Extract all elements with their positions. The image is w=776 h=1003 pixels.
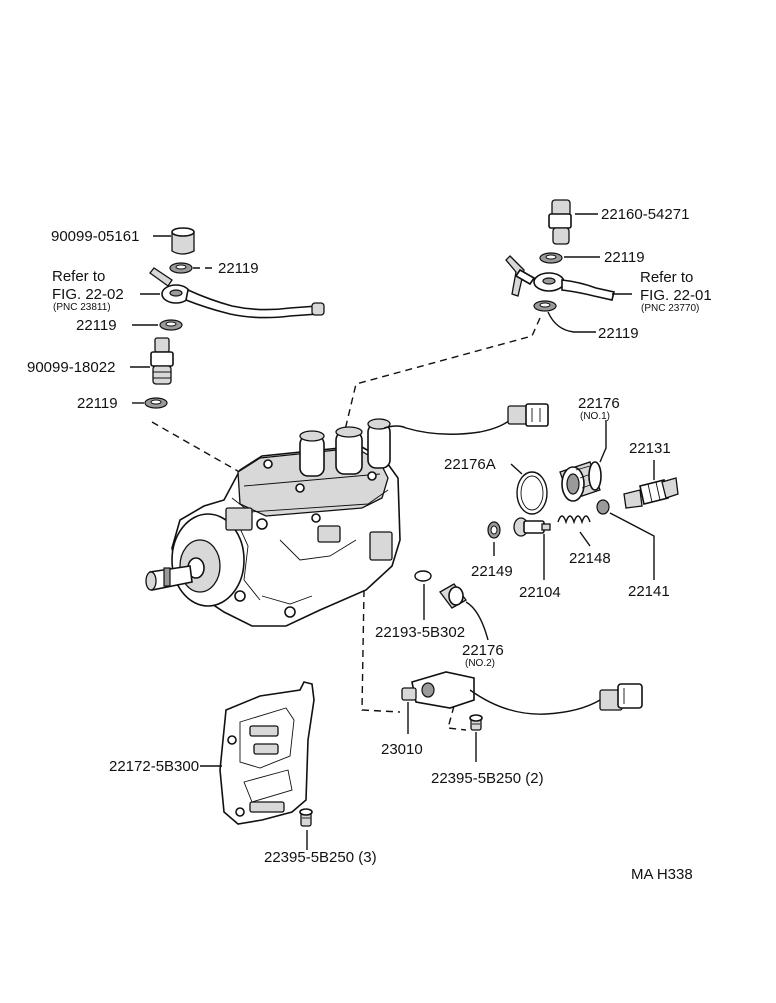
label-22131: 22131 <box>629 440 671 457</box>
label-22176-no2-sub: (NO.2) <box>465 658 495 669</box>
washer-22119-b <box>159 319 183 331</box>
label-22104: 22104 <box>519 584 561 601</box>
sensor-22176-no1 <box>559 461 602 502</box>
label-22149: 22149 <box>471 563 513 580</box>
label-22176-no1: 22176 <box>578 395 620 412</box>
label-22141: 22141 <box>628 583 670 600</box>
sensor-22176-no2 <box>439 583 467 609</box>
label-23010: 23010 <box>381 741 423 758</box>
speed-sensor-23010 <box>401 671 643 715</box>
oring-22176A <box>516 471 548 515</box>
bracket-22172-5B300 <box>219 681 315 825</box>
label-22395-5B250-3: 22395-5B250 (3) <box>264 849 377 866</box>
label-22148: 22148 <box>569 550 611 567</box>
label-22193-5B302: 22193-5B302 <box>375 624 465 641</box>
fitting-22131 <box>623 477 679 509</box>
label-90099-18022: 90099-18022 <box>27 359 115 376</box>
washer-22119-e <box>533 300 557 312</box>
label-22119-d: 22119 <box>604 249 645 266</box>
label-22176-no2: 22176 <box>462 642 504 659</box>
washer-22119-a <box>169 262 193 274</box>
washer-22119-c <box>144 397 168 409</box>
injection-pump-body <box>145 418 401 627</box>
label-22176A: 22176A <box>444 456 496 473</box>
label-22176-no1-sub: (NO.1) <box>580 411 610 422</box>
screw-22395-5B250-2 <box>469 714 483 731</box>
spring-22148 <box>557 515 591 525</box>
label-22119-c: 22119 <box>77 395 118 412</box>
pump-sensor-cable <box>383 403 549 435</box>
cap-90099-05161 <box>171 227 195 255</box>
label-22172-5B300: 22172-5B300 <box>109 758 199 775</box>
label-refer-left-3: (PNC 23811) <box>53 302 111 313</box>
part-22149 <box>487 521 501 539</box>
part-22141 <box>596 499 610 515</box>
label-22119-e: 22119 <box>598 325 639 342</box>
figure-code: MA H338 <box>631 866 693 883</box>
oring-22193-5B302 <box>414 570 432 582</box>
fitting-22160-54271 <box>548 199 572 245</box>
label-22395-5B250-2: 22395-5B250 (2) <box>431 770 544 787</box>
banjo-pipe-right <box>505 255 615 301</box>
part-22104 <box>513 517 551 537</box>
label-refer-right-1: Refer to <box>640 269 693 286</box>
label-22160-54271: 22160-54271 <box>601 206 689 223</box>
bolt-90099-18022 <box>150 337 174 385</box>
label-90099-05161: 90099-05161 <box>51 228 139 245</box>
screw-22395-5B250-3 <box>299 808 313 827</box>
label-refer-right-3: (PNC 23770) <box>641 303 699 314</box>
label-refer-left-1: Refer to <box>52 268 105 285</box>
washer-22119-d <box>539 252 563 264</box>
label-refer-right-2: FIG. 22-01 <box>640 287 712 304</box>
label-22119-a: 22119 <box>218 260 259 277</box>
label-22119-b: 22119 <box>76 317 117 334</box>
banjo-pipe-left <box>149 267 325 319</box>
label-refer-left-2: FIG. 22-02 <box>52 286 124 303</box>
